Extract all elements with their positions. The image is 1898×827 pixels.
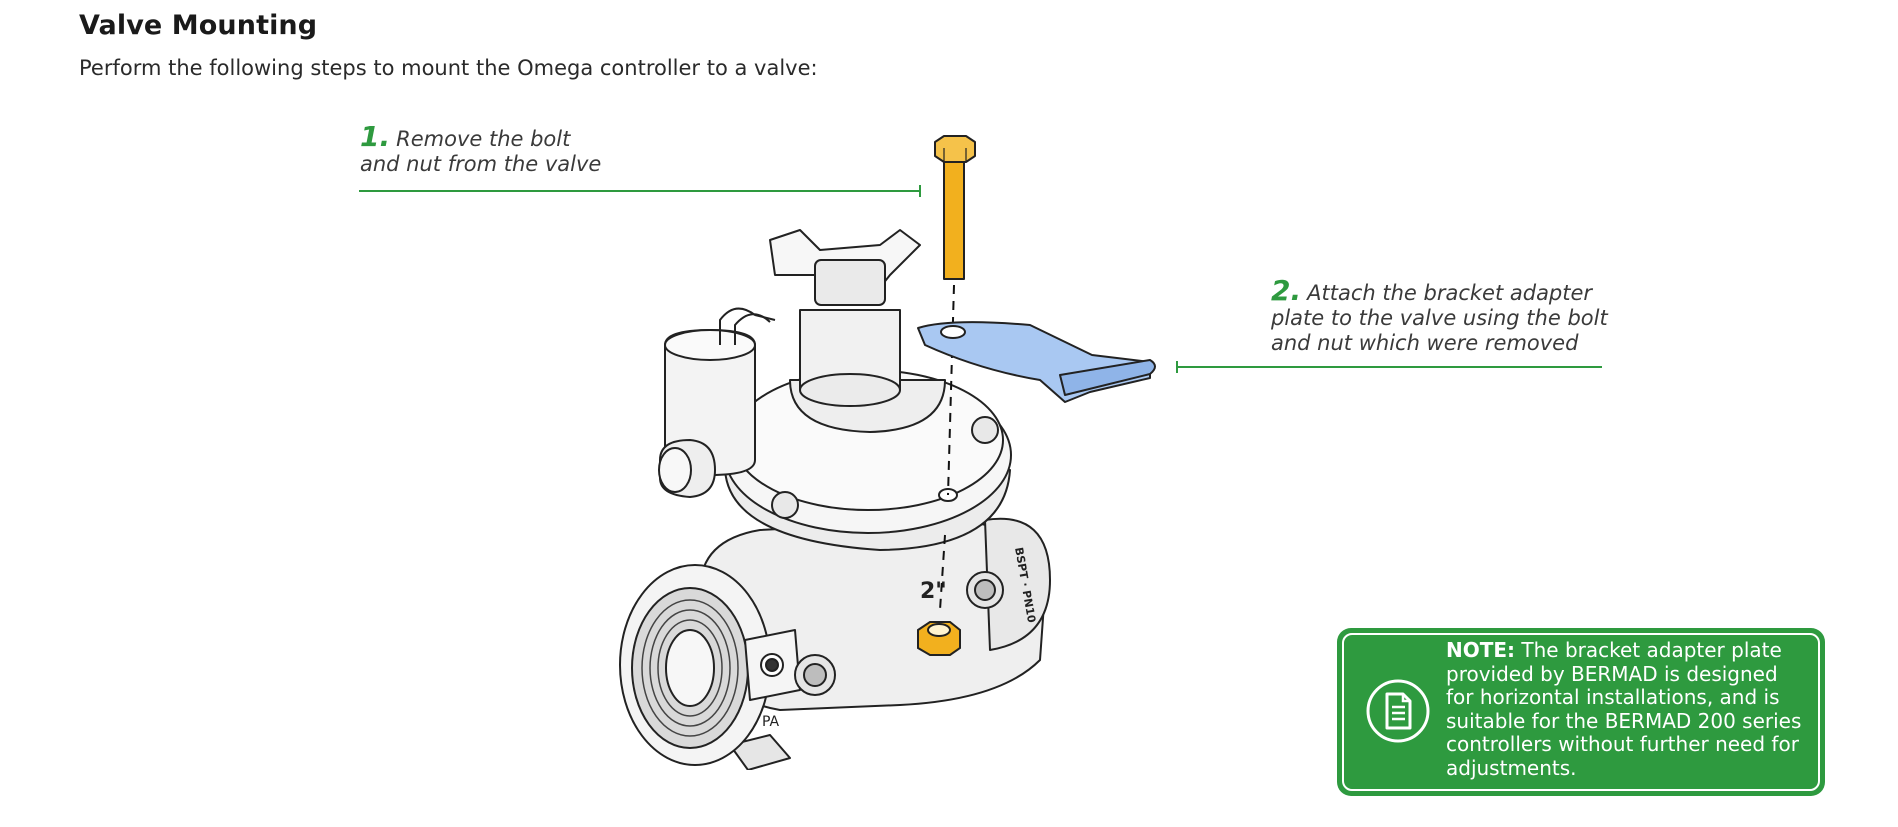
step-1-number: 1.	[360, 120, 391, 153]
bolt	[934, 135, 976, 280]
bracket-adapter-plate	[917, 321, 1156, 403]
note-text: NOTE: The bracket adapter plate provided…	[1446, 638, 1811, 780]
step-2-text-line1: Attach the bracket adapter	[1307, 281, 1593, 305]
valve-illustration: PA 2" BSPT · PN10	[619, 135, 1156, 770]
note-body: The bracket adapter plate provided by BE…	[1446, 638, 1802, 780]
valve-port-label: PA	[762, 714, 780, 730]
step-2-number: 2.	[1271, 274, 1302, 307]
step-1-leader-line	[359, 185, 921, 197]
step-1-text-line1: Remove the bolt	[396, 127, 571, 151]
step-2-text-line3: and nut which were removed	[1271, 331, 1579, 355]
nut	[917, 621, 961, 656]
page-title: Valve Mounting	[79, 10, 318, 41]
step-2-leader-line	[1176, 361, 1602, 373]
intro-text: Perform the following steps to mount the…	[79, 56, 818, 80]
note-box: NOTE: The bracket adapter plate provided…	[1337, 628, 1825, 796]
document-icon	[1366, 679, 1430, 743]
step-1-text-line2: and nut from the valve	[360, 152, 602, 176]
note-label: NOTE:	[1446, 638, 1516, 662]
size-marking: 2"	[920, 579, 947, 604]
step-2-text-line2: plate to the valve using the bolt	[1271, 306, 1608, 330]
